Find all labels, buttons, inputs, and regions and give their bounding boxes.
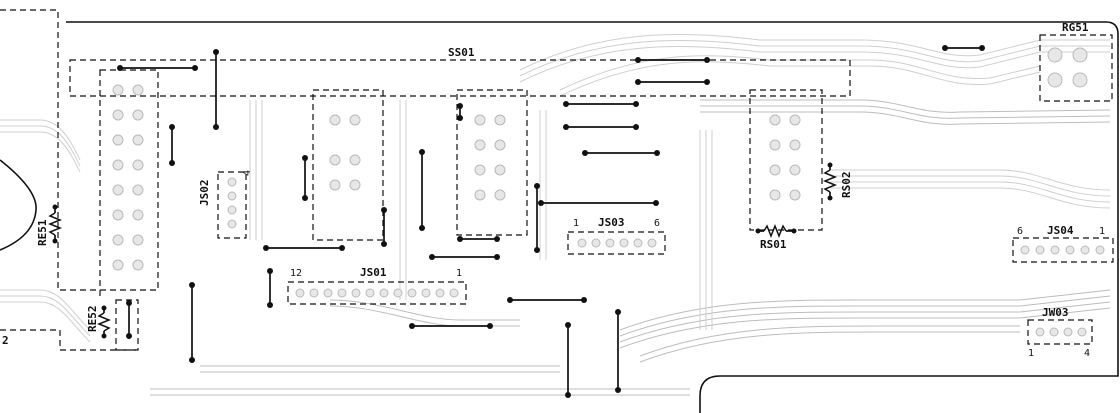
header-pads	[227, 177, 1105, 337]
label-rs02: RS02	[840, 172, 853, 199]
js02-outline	[217, 171, 247, 239]
resistor-rs01	[755, 223, 797, 239]
top-left-fragment-outline	[0, 9, 101, 300]
label-js01-pin-right: 1	[456, 268, 462, 279]
ss01-left-block-outline	[99, 69, 159, 291]
label-rg51: RG51	[1062, 21, 1089, 34]
label-re52: RE52	[86, 306, 99, 333]
pads	[112, 47, 1088, 271]
label-re51: RE51	[36, 219, 49, 246]
label-js03-pin-right: 6	[654, 218, 660, 229]
label-js03: JS03	[598, 216, 625, 229]
resistor-re51	[47, 204, 63, 244]
label-js02: JS02	[198, 180, 211, 207]
label-js01: JS01	[360, 266, 387, 279]
label-left-edge-mark: 2	[2, 334, 9, 347]
label-jw03-pin-right: 4	[1084, 348, 1090, 359]
rg51-outline	[1039, 34, 1113, 102]
board-outline-left-arc	[0, 159, 37, 251]
re52-block-outline	[115, 299, 139, 351]
label-js01-pin-left: 12	[290, 268, 302, 279]
resistor-re52	[96, 305, 112, 339]
label-ss01: SS01	[448, 46, 475, 59]
copper-traces	[0, 33, 1111, 396]
left-bottom-fragment-outline	[0, 329, 138, 351]
label-js02-pin: 4	[242, 170, 253, 176]
relay-c-outline	[749, 89, 823, 231]
relay-a-outline	[312, 89, 384, 241]
component-outlines	[0, 9, 1114, 351]
js04-outline	[1012, 237, 1114, 263]
label-js04: JS04	[1047, 224, 1074, 237]
relay-b-outline	[456, 89, 528, 236]
label-jw03-pin-left: 1	[1028, 348, 1034, 359]
ss01-outline	[69, 59, 851, 97]
resistor-rs02	[822, 162, 838, 201]
label-js04-pin-left: 6	[1017, 226, 1023, 237]
jw03-outline	[1027, 319, 1093, 345]
board-outline	[66, 21, 1119, 413]
label-js04-pin-right: 1	[1099, 226, 1105, 237]
label-rs01: RS01	[760, 238, 787, 251]
label-js03-pin-left: 1	[573, 218, 579, 229]
jumper-wires	[117, 45, 985, 398]
labels: SS01 RG51 JS02 4 JS01 12 1 JS03 1 6 JS04…	[2, 21, 1105, 359]
label-jw03: JW03	[1042, 306, 1069, 319]
